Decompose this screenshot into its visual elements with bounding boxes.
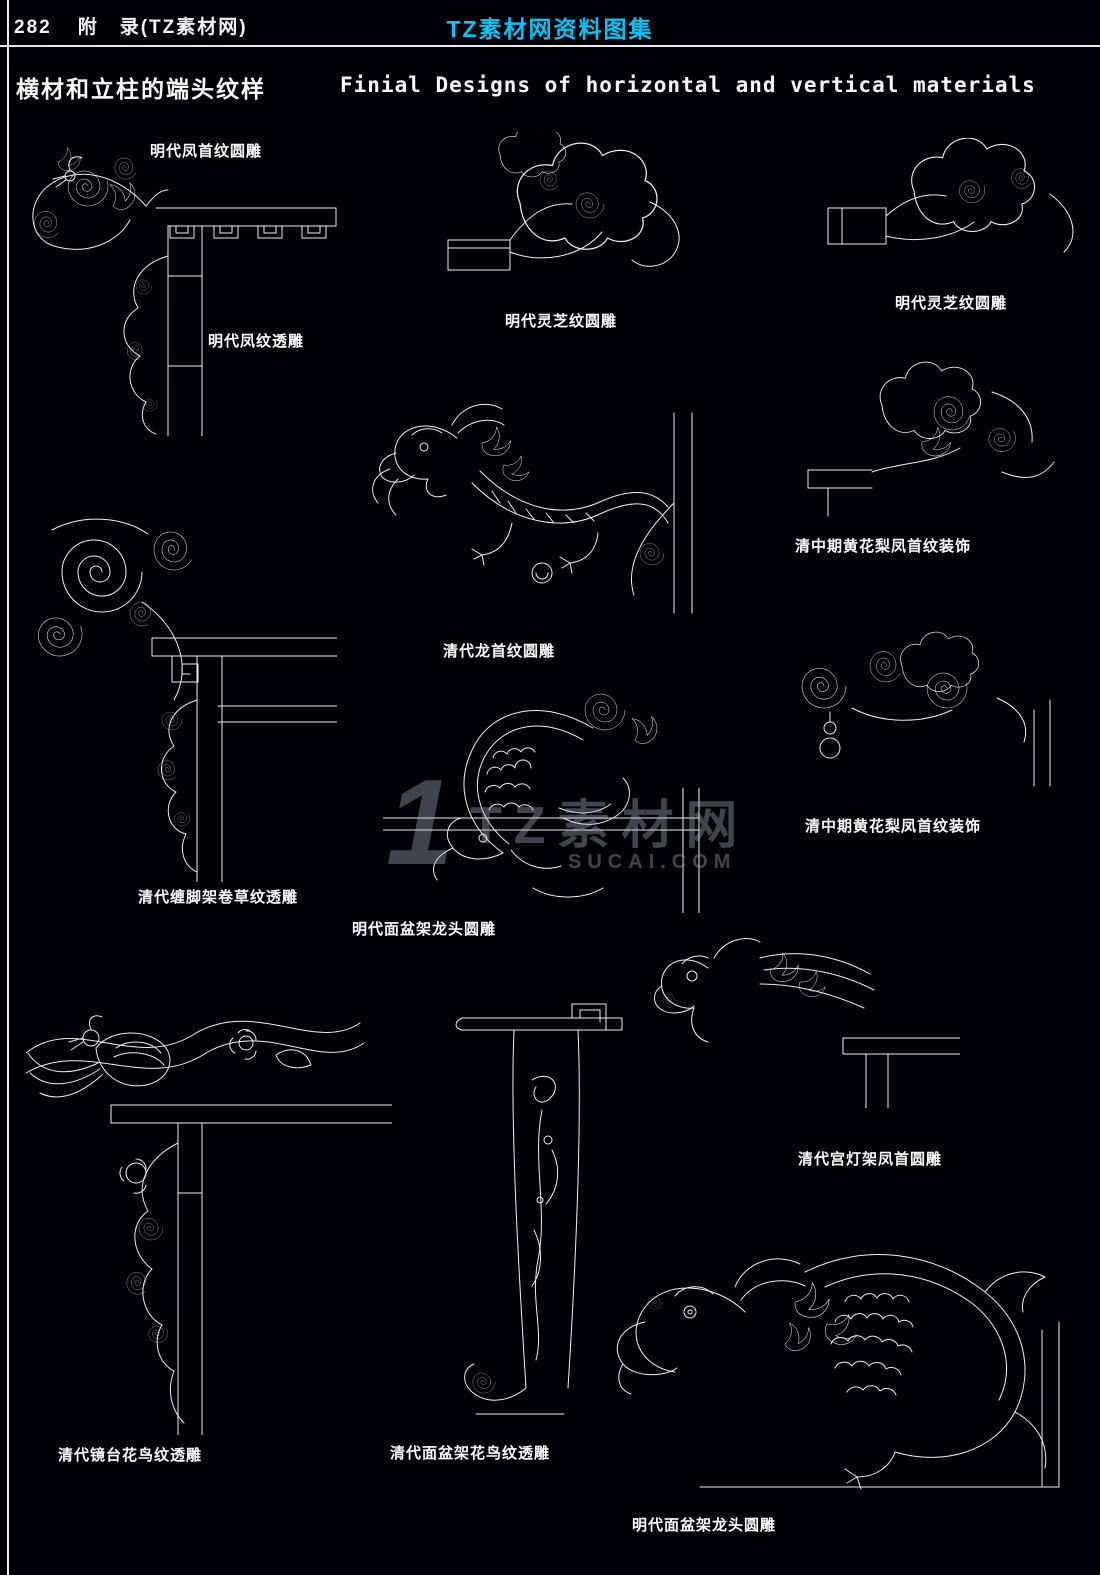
- section-title: 附 录(TZ素材网): [77, 17, 248, 38]
- figure-caption: 明代面盆架龙头圆雕: [632, 1517, 777, 1534]
- phoenix-scroll-drawing-lower: [801, 631, 1051, 787]
- book-title: TZ素材网资料图集: [446, 16, 654, 42]
- figure-caption: 明代灵芝纹圆雕: [895, 295, 1008, 312]
- page-title-zh: 横材和立柱的端头纹样: [16, 76, 266, 102]
- fish-dragon-drawing: [383, 693, 700, 913]
- figure-caption: 明代面盆架龙头圆雕: [352, 921, 497, 938]
- page-top-rule: [0, 45, 1100, 47]
- figure-caption: 清代镜台花鸟纹透雕: [58, 1447, 203, 1464]
- figure-caption: 清代龙首纹圆雕: [443, 643, 556, 660]
- dragon-drawing-center: [372, 403, 693, 614]
- lingzhi-cloud-drawing-center: [447, 132, 680, 271]
- lingzhi-cloud-drawing-right: [827, 138, 1074, 253]
- figure-caption: 清代缠脚架卷草纹透雕: [138, 889, 299, 906]
- phoenix-scroll-drawing-upper: [807, 361, 1055, 517]
- figure-caption: 明代凤纹透雕: [208, 333, 305, 350]
- bird-flower-panel-drawing: [455, 1003, 623, 1415]
- figure-caption: 明代灵芝纹圆雕: [505, 313, 618, 330]
- figure-caption: 清代面盆架花鸟纹透雕: [390, 1445, 551, 1462]
- scroll-corner-drawing: [33, 518, 337, 882]
- figure-caption: 清中期黄花梨凤首纹装饰: [805, 818, 982, 835]
- bird-flower-corner-drawing: [25, 1015, 392, 1435]
- page-left-border: [7, 0, 9, 1575]
- header-left: 282 附 录(TZ素材网): [14, 12, 248, 39]
- large-dragon-drawing: [616, 1254, 1060, 1490]
- figure-caption: 清中期黄花梨凤首纹装饰: [795, 538, 972, 555]
- phoenix-corner-drawing: [28, 146, 337, 436]
- figure-caption: 清代宫灯架凤首圆雕: [798, 1151, 943, 1168]
- page-number: 282: [14, 17, 52, 38]
- phoenix-head-drawing: [654, 938, 960, 1108]
- page-title-en: Finial Designs of horizontal and vertica…: [340, 73, 1036, 97]
- figure-caption: 明代凤首纹圆雕: [150, 143, 263, 160]
